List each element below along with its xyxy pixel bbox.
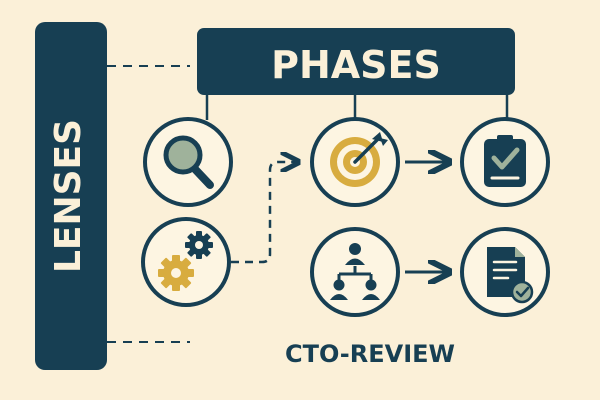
target-icon bbox=[330, 132, 388, 187]
gears-to-target-dashed-arrow bbox=[231, 162, 298, 264]
magnifier-node bbox=[143, 117, 233, 207]
org-chart-node bbox=[310, 227, 400, 317]
document-node bbox=[460, 227, 550, 317]
org-chart-icon bbox=[330, 243, 380, 300]
checklist-icon bbox=[484, 135, 526, 187]
gears-node bbox=[141, 217, 231, 307]
phases-header: PHASES bbox=[197, 28, 515, 95]
magnifier-icon bbox=[163, 135, 214, 189]
checklist-node bbox=[460, 117, 550, 207]
phases-label: PHASES bbox=[271, 43, 441, 87]
target-node bbox=[310, 117, 400, 207]
document-check-icon bbox=[487, 247, 534, 304]
gears-icon bbox=[158, 231, 213, 291]
lenses-label: LENSES bbox=[48, 119, 89, 273]
cto-review-label: CTO-REVIEW bbox=[285, 340, 455, 368]
lenses-bar: LENSES bbox=[35, 22, 107, 370]
